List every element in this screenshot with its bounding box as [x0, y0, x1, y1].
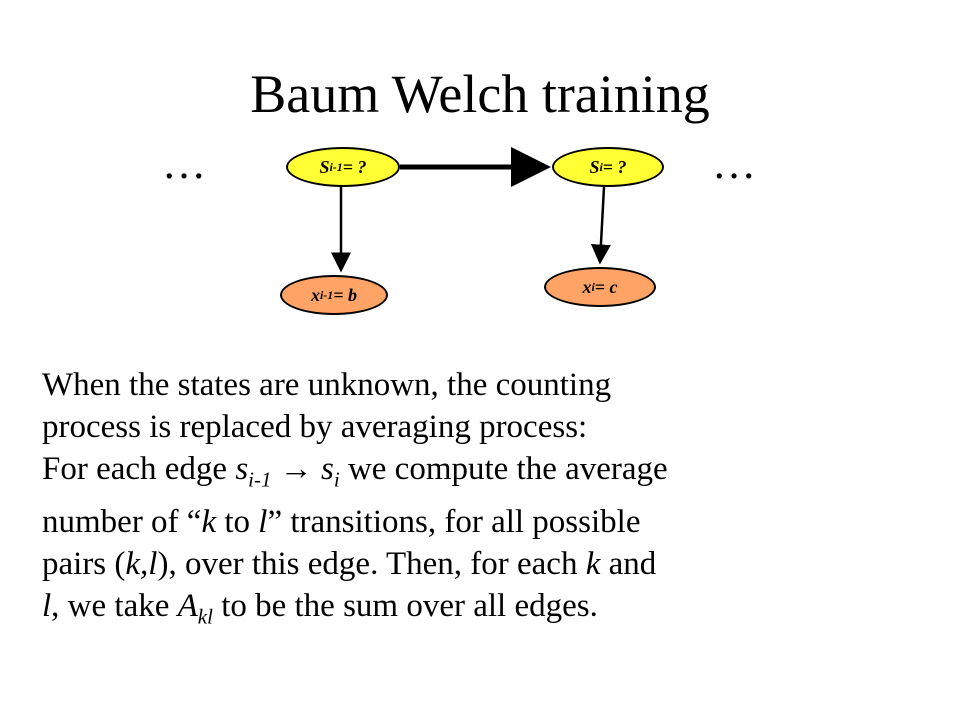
text-line-2: process is replaced by averaging process… — [42, 409, 588, 445]
edge-target-state: s — [321, 451, 334, 487]
text-line-5: pairs (k,l), over this edge. Then, for e… — [42, 543, 942, 585]
line4-start: number of “ — [42, 503, 202, 540]
state-node-prev-value: = ? — [342, 156, 367, 177]
right-ellipsis: … — [712, 139, 760, 188]
state-node-cur-value: = ? — [602, 156, 627, 177]
line6-start: , we take — [51, 587, 178, 624]
text-line-4: number of “k to l” transitions, for all … — [42, 501, 942, 543]
observation-node-cur-base: x — [582, 276, 592, 297]
edge-source-sub: i-1 — [248, 467, 272, 492]
observation-node-prev-value: = b — [333, 284, 358, 305]
line6-l: l — [42, 587, 52, 624]
observation-node-prev-base: x — [310, 284, 320, 305]
line6-A: A — [177, 587, 198, 624]
edge-target-sub: i — [333, 467, 340, 492]
emission-arrow-cur — [590, 186, 611, 265]
line4-to: to — [216, 503, 259, 540]
edge-arrow-icon: → — [271, 451, 321, 487]
observation-node-cur-value: = c — [594, 276, 618, 297]
state-node-prev-base: S — [319, 156, 330, 177]
line4-l: l — [258, 503, 268, 540]
state-node-prev-sub: i-1 — [329, 159, 343, 174]
edge-source-state: s — [235, 451, 249, 487]
line4-end: ” transitions, for all possible — [267, 503, 641, 540]
observation-node-prev-sub: i-1 — [319, 287, 334, 302]
line4-k: k — [201, 503, 217, 540]
left-ellipsis: … — [162, 139, 210, 188]
line3-start: For each edge — [42, 451, 236, 487]
state-node-cur-base: S — [589, 156, 600, 177]
line5-middle: ), over this edge. Then, for each — [157, 545, 586, 582]
line6-end: to be the sum over all edges. — [212, 587, 598, 624]
line5-kl: k,l — [125, 545, 158, 582]
text-line-6: l, we take Akl to be the sum over all ed… — [42, 585, 942, 638]
text-line-3: For each edge si-1 → si we compute the a… — [42, 448, 942, 501]
explanation-text: When the states are unknown, the countin… — [42, 364, 942, 637]
text-line-1: When the states are unknown, the countin… — [42, 367, 612, 403]
line5-end: and — [600, 545, 657, 582]
observation-node-cur-sub: i — [591, 279, 595, 294]
state-node-cur-sub: i — [599, 159, 603, 174]
line3-end: we compute the average — [339, 451, 668, 487]
line6-A-sub: kl — [197, 604, 213, 629]
slide-title: Baum Welch training — [250, 64, 710, 124]
line5-k: k — [585, 545, 601, 582]
line5-start: pairs ( — [42, 545, 126, 582]
